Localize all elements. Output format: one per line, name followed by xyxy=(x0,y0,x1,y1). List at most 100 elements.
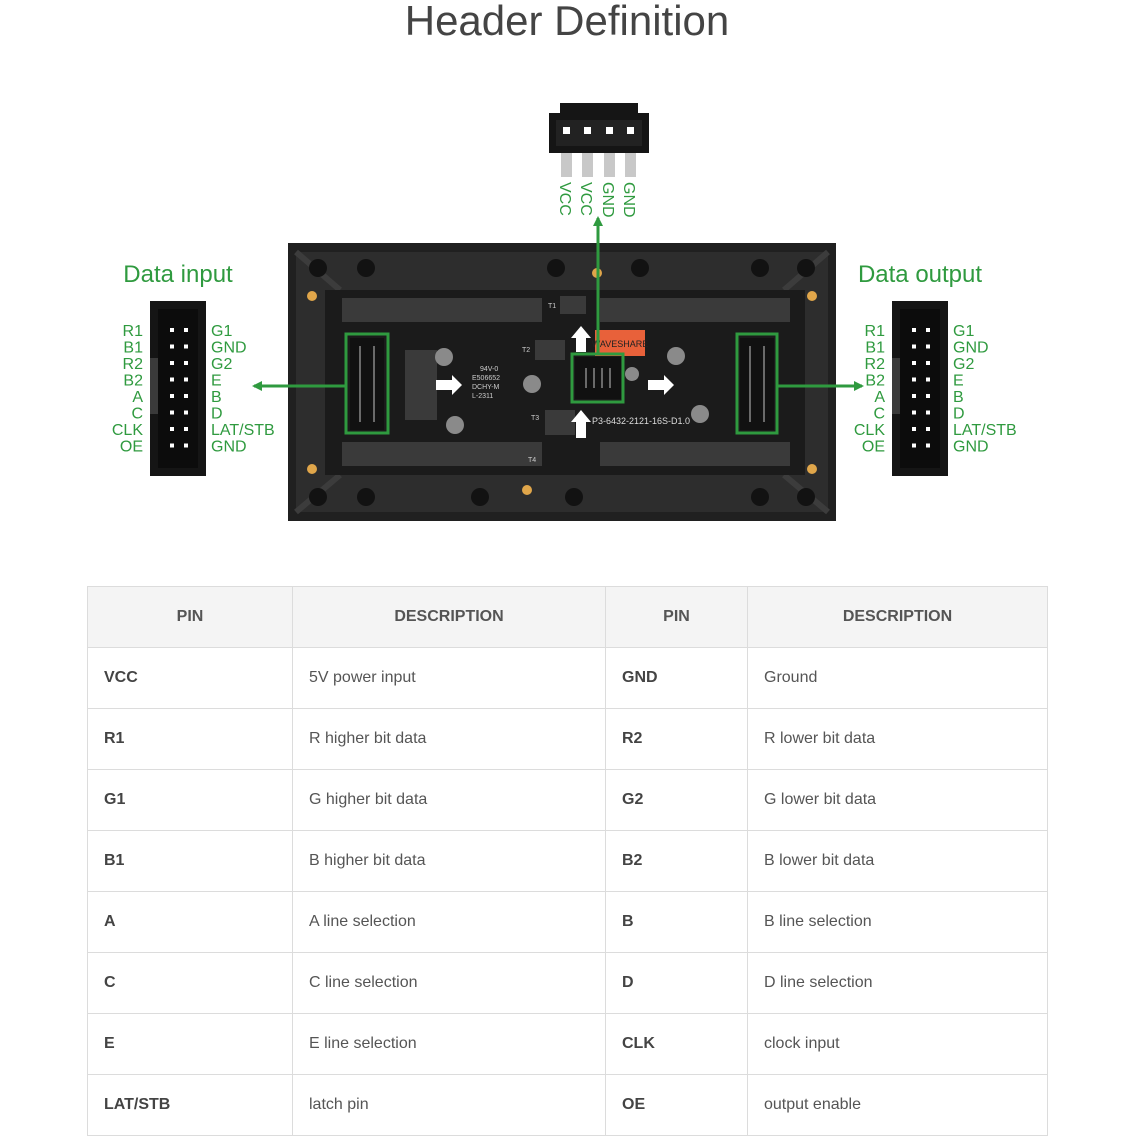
board-logo: WAVESHARE xyxy=(592,339,649,349)
connector-pin xyxy=(926,361,930,365)
data-input-pin-label: R2 xyxy=(123,356,144,373)
pin-name-cell: E xyxy=(87,1013,293,1075)
pin-description-cell: B lower bit data xyxy=(747,830,1048,892)
data-output-pin-label: C xyxy=(873,406,885,423)
chip-text: DCHY-M xyxy=(472,384,500,391)
data-input-pin-label: B xyxy=(211,389,222,406)
connector-pin xyxy=(170,361,174,365)
data-output-pin-label: A xyxy=(874,389,885,406)
connector-pin xyxy=(170,394,174,398)
connector-pin xyxy=(170,377,174,382)
connector-pin xyxy=(184,328,188,332)
data-output-pin-label: E xyxy=(953,373,964,390)
connector-pin xyxy=(184,344,188,349)
connector-pin xyxy=(912,410,916,415)
connector-pin xyxy=(926,377,930,382)
pin-description-cell: R lower bit data xyxy=(747,708,1048,770)
data-input-pin-label: G1 xyxy=(211,323,232,340)
data-output-pin-label: R1 xyxy=(865,323,886,340)
connector-pin xyxy=(926,427,930,431)
data-output-pin-label: OE xyxy=(862,439,885,456)
silk-label: T2 xyxy=(522,347,530,354)
pin-description-cell: A line selection xyxy=(292,891,606,953)
pin-description-cell: D line selection xyxy=(747,952,1048,1014)
data-output-pin-label: B xyxy=(953,389,964,406)
data-output-pin-label: B2 xyxy=(865,373,885,390)
connector-pin xyxy=(170,344,174,349)
connector-pin xyxy=(170,443,174,448)
pin-name-cell: R1 xyxy=(87,708,293,770)
connector-pin xyxy=(184,361,188,365)
data-output-pin-label: G2 xyxy=(953,356,974,373)
column-header-pin: PIN xyxy=(87,586,293,648)
connector-pin xyxy=(926,328,930,332)
connector-pin xyxy=(926,443,930,448)
data-output-pin-label: G1 xyxy=(953,323,974,340)
data-output-pin-label: LAT/STB xyxy=(953,422,1017,439)
connector-pin xyxy=(184,377,188,382)
connector-pin xyxy=(184,410,188,415)
pin-description-cell: G higher bit data xyxy=(292,769,606,831)
connector-pin xyxy=(184,427,188,431)
table-header-row: PIN DESCRIPTION PIN DESCRIPTION xyxy=(87,586,1048,648)
connector-pin xyxy=(912,377,916,382)
data-input-pin-label: E xyxy=(211,373,222,390)
pin-name-cell: OE xyxy=(605,1074,748,1136)
data-input-pin-label: GND xyxy=(211,340,247,357)
pin-name-cell: G2 xyxy=(605,769,748,831)
column-header-description: DESCRIPTION xyxy=(747,586,1048,648)
data-input-pin-label: B1 xyxy=(123,340,143,357)
data-input-pin-label: CLK xyxy=(112,422,143,439)
data-output-pin-label: GND xyxy=(953,340,989,357)
column-header-pin: PIN xyxy=(605,586,748,648)
silk-label: T1 xyxy=(548,303,556,310)
connector-pin xyxy=(184,443,188,448)
connector-pin xyxy=(912,443,916,448)
data-output-pin-label: GND xyxy=(953,439,989,456)
data-output-pin-label: B1 xyxy=(865,340,885,357)
pin-name-cell: VCC xyxy=(87,647,293,709)
connector-pin xyxy=(912,427,916,431)
chip-text: 94V-0 xyxy=(480,366,498,373)
pin-name-cell: B1 xyxy=(87,830,293,892)
pin-name-cell: CLK xyxy=(605,1013,748,1075)
board-model: P3-6432-2121-16S-D1.0 xyxy=(592,416,690,426)
pin-description-cell: clock input xyxy=(747,1013,1048,1075)
chip-text: L-2311 xyxy=(472,393,493,400)
pin-name-cell: B xyxy=(605,891,748,953)
data-input-pin-label: C xyxy=(131,406,143,423)
data-input-pin-label: R1 xyxy=(123,323,144,340)
data-input-connector xyxy=(150,301,206,476)
data-input-pin-label: A xyxy=(132,389,143,406)
data-input-pin-label: G2 xyxy=(211,356,232,373)
connector-pin xyxy=(912,328,916,332)
power-connector xyxy=(549,103,649,177)
data-output-pin-label: D xyxy=(953,406,965,423)
pin-description-cell: 5V power input xyxy=(292,647,606,709)
chip-text: E506652 xyxy=(472,375,500,382)
pin-description-cell: G lower bit data xyxy=(747,769,1048,831)
connector-pin xyxy=(184,394,188,398)
connector-pin xyxy=(170,328,174,332)
header-diagram: VCC VCC GND GND xyxy=(112,103,1017,521)
pin-description-cell: output enable xyxy=(747,1074,1048,1136)
power-pin-label: GND xyxy=(620,182,637,218)
column-header-description: DESCRIPTION xyxy=(292,586,606,648)
connector-pin xyxy=(926,394,930,398)
pin-description-cell: Ground xyxy=(747,647,1048,709)
data-output-pin-label: R2 xyxy=(865,356,886,373)
connector-pin xyxy=(170,427,174,431)
pin-description-cell: C line selection xyxy=(292,952,606,1014)
silk-label: T4 xyxy=(528,457,536,464)
pin-description-cell: B higher bit data xyxy=(292,830,606,892)
data-input-pin-label: D xyxy=(211,406,223,423)
pin-name-cell: GND xyxy=(605,647,748,709)
pin-description-cell: latch pin xyxy=(292,1074,606,1136)
data-input-title: Data input xyxy=(123,261,233,288)
